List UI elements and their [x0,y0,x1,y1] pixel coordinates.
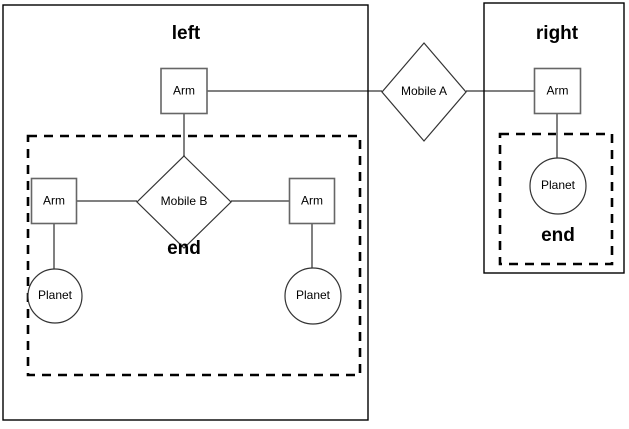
node-arm-right-inner[interactable]: Arm [288,177,336,225]
arm-right-inner-box[interactable] [288,177,336,225]
group-frame-right[interactable] [483,2,625,274]
group-title-right: right [536,23,579,44]
arm-left-inner-label: Arm [43,194,65,208]
dashed-frame-left-end[interactable] [26,134,362,377]
planet-left-label: Planet [38,288,73,302]
planet-right-circle[interactable] [529,157,587,215]
arm-right-top-box[interactable] [533,67,582,115]
planet-right-label: Planet [541,178,576,192]
mobile-a-label: Mobile A [401,84,447,98]
end-label-right: end [541,225,575,246]
mobile-b-diamond[interactable] [136,155,232,249]
arm-left-top-box[interactable] [160,67,208,115]
group-titles: left right [172,23,579,44]
planet-mid-label: Planet [296,288,331,302]
arm-left-top-label: Arm [173,84,195,98]
planet-left-circle[interactable] [27,268,83,324]
group-frame-left[interactable] [2,4,369,421]
edges [53,90,558,270]
nodes: Arm Mobile A Arm Planet Mobile B [27,42,587,325]
node-arm-left-top[interactable]: Arm [160,67,208,115]
dashed-frames [26,132,614,377]
mobile-a-diamond[interactable] [381,42,467,142]
node-mobile-a[interactable]: Mobile A [381,42,467,142]
node-arm-right-top[interactable]: Arm [533,67,582,115]
planet-mid-circle[interactable] [284,267,342,325]
arm-right-inner-label: Arm [301,194,323,208]
node-mobile-b[interactable]: Mobile B [136,155,232,249]
group-title-left: left [172,23,201,44]
arm-right-top-label: Arm [547,84,569,98]
node-planet-right[interactable]: Planet [529,157,587,215]
group-frames [2,2,625,421]
node-arm-left-inner[interactable]: Arm [30,177,78,225]
end-label-left: end [167,238,201,259]
end-labels: end end [167,225,575,259]
node-planet-left[interactable]: Planet [27,268,83,324]
mobile-b-label: Mobile B [161,194,208,208]
arm-left-inner-box[interactable] [30,177,78,225]
node-planet-mid[interactable]: Planet [284,267,342,325]
